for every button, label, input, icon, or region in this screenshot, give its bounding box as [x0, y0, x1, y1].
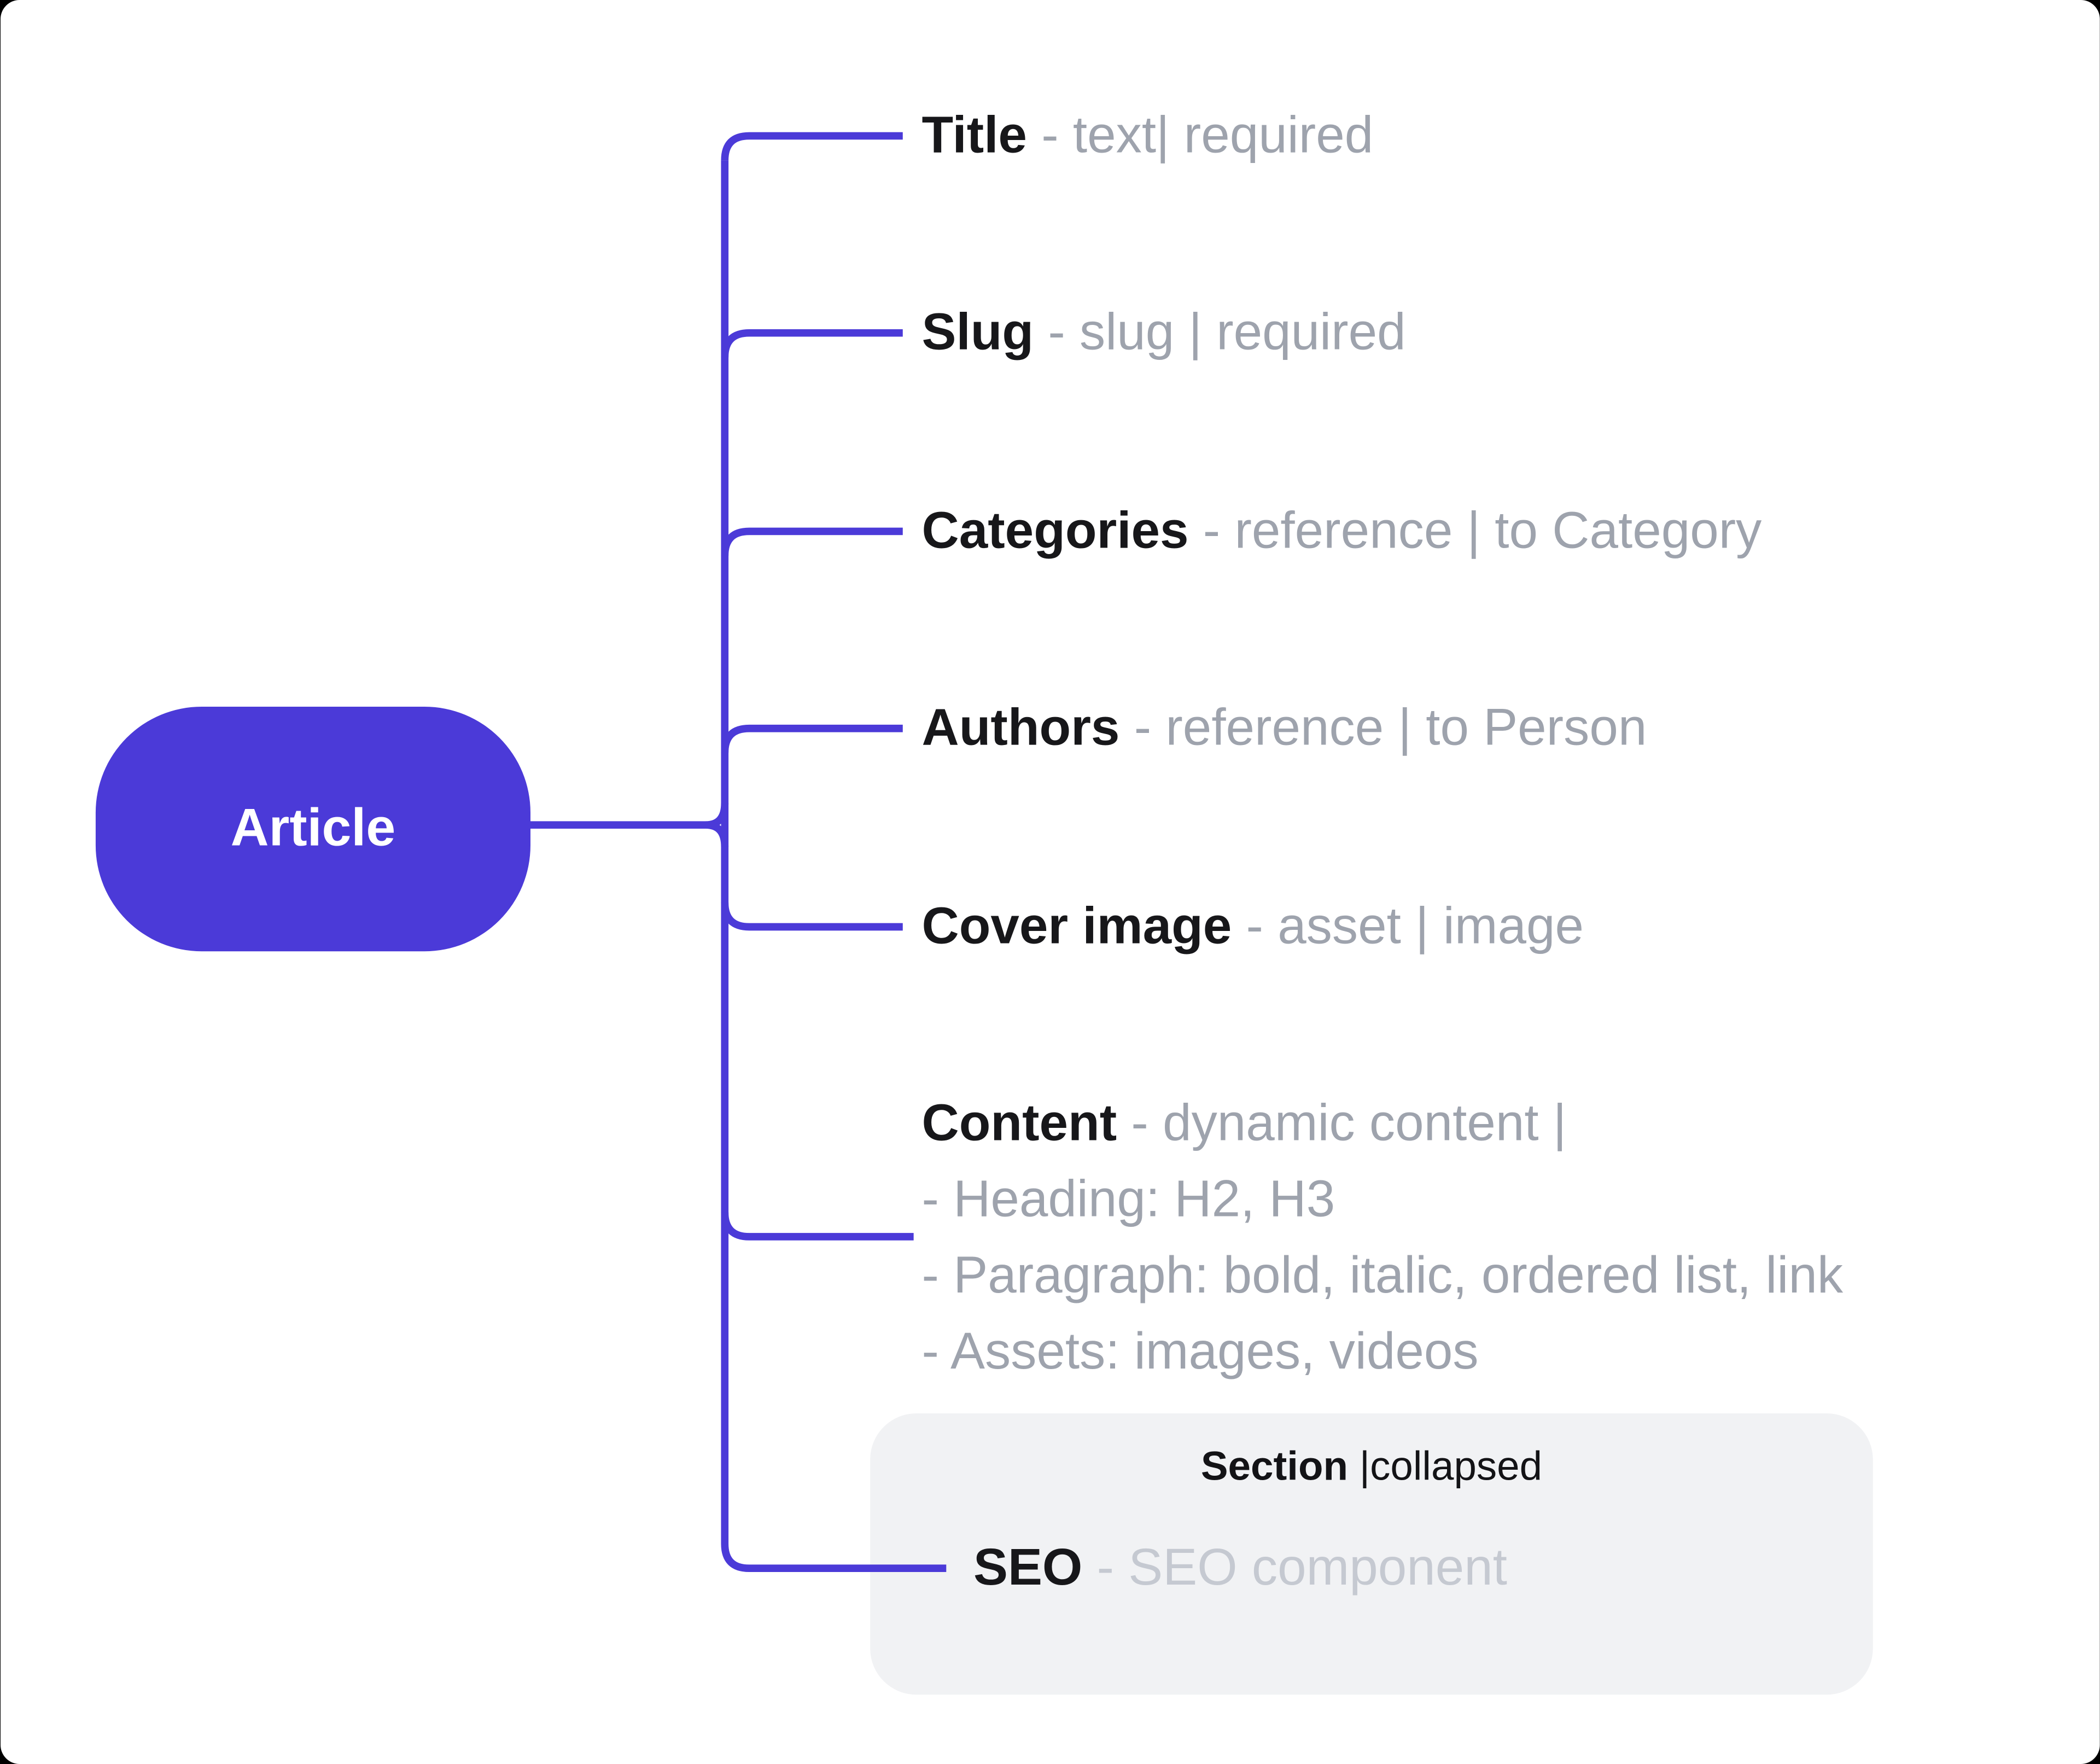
field-authors: Authors - reference | to Person — [921, 696, 1647, 761]
branch-content-line — [721, 1212, 914, 1241]
root-node-label: Article — [230, 799, 395, 858]
root-fillet-down — [705, 821, 728, 847]
section-collapsed-box — [870, 1413, 1873, 1695]
field-cover-image-meta: - asset | image — [1246, 898, 1584, 956]
field-content-heading-line: Content - dynamic content | — [921, 1086, 1843, 1162]
branch-slug-line — [721, 329, 903, 358]
field-seo-meta: - SEO component — [1096, 1540, 1507, 1597]
field-content-label: Content — [921, 1095, 1117, 1152]
section-status: |collapsed — [1359, 1445, 1542, 1490]
field-categories-meta: - reference | to Category — [1203, 503, 1762, 560]
field-authors-label: Authors — [921, 700, 1120, 757]
branch-categories-line — [721, 527, 903, 556]
field-cover-image-label: Cover image — [921, 898, 1232, 956]
field-slug-label: Slug — [921, 304, 1034, 362]
field-content-meta: - dynamic content | — [1131, 1095, 1567, 1152]
field-title: Title - text| required — [921, 103, 1373, 168]
field-categories: Categories - reference | to Category — [921, 499, 1761, 564]
branch-title-line — [721, 132, 903, 161]
root-node-article: Article — [95, 706, 530, 952]
field-title-label: Title — [921, 107, 1027, 165]
branch-seo-line — [721, 1544, 946, 1573]
section-title: Section — [1200, 1445, 1348, 1490]
field-content: Content - dynamic content | - Heading: H… — [921, 1086, 1843, 1390]
field-content-detail-assets: - Assets: images, videos — [921, 1323, 1479, 1381]
field-slug: Slug - slug | required — [921, 300, 1405, 365]
field-slug-meta: - slug | required — [1047, 304, 1406, 362]
field-categories-label: Categories — [921, 503, 1189, 560]
field-authors-meta: - reference | to Person — [1134, 700, 1647, 757]
field-seo: SEO - SEO component — [973, 1536, 1507, 1601]
field-seo-label: SEO — [973, 1540, 1082, 1597]
field-content-detail-heading: - Heading: H2, H3 — [921, 1171, 1335, 1229]
field-content-detail-paragraph: - Paragraph: bold, italic, ordered list,… — [921, 1247, 1843, 1305]
section-label: Section |collapsed — [870, 1441, 1873, 1495]
field-cover-image: Cover image - asset | image — [921, 894, 1583, 959]
field-title-meta: - text| required — [1041, 107, 1373, 165]
branch-cover-image-line — [721, 902, 903, 931]
branch-authors-line — [721, 724, 903, 753]
